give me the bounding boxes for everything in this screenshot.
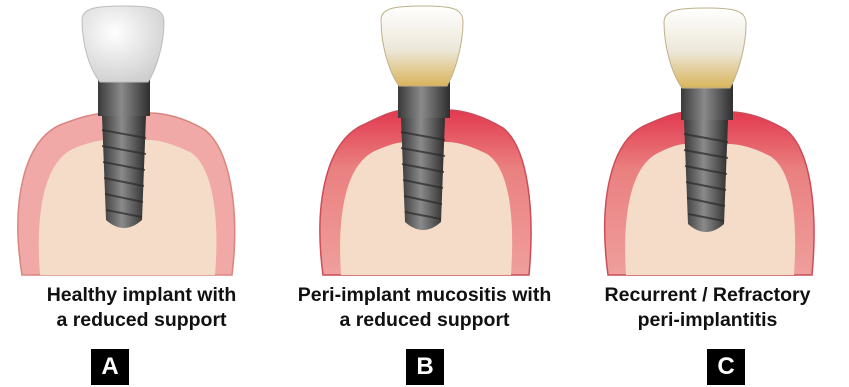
implant-abutment bbox=[398, 82, 450, 118]
caption-b: Peri-implant mucositis with a reduced su… bbox=[283, 283, 566, 333]
panel-a: Healthy implant with a reduced support A bbox=[0, 0, 283, 387]
caption-line-1: Recurrent / Refractory bbox=[566, 283, 849, 308]
implant-illustration-peri-implantitis bbox=[566, 0, 849, 283]
caption-line-2: peri-implantitis bbox=[566, 308, 849, 333]
crown bbox=[82, 6, 164, 82]
caption-line-2: a reduced support bbox=[283, 308, 566, 333]
caption-line-2: a reduced support bbox=[0, 308, 283, 333]
implant-illustration-mucositis bbox=[283, 0, 566, 283]
panel-c: Recurrent / Refractory peri-implantitis … bbox=[566, 0, 849, 387]
caption-line-1: Peri-implant mucositis with bbox=[283, 283, 566, 308]
crown-with-plaque bbox=[381, 6, 463, 86]
crown-with-plaque bbox=[664, 8, 746, 88]
panel-b: Peri-implant mucositis with a reduced su… bbox=[283, 0, 566, 387]
caption-line-1: Healthy implant with bbox=[0, 283, 283, 308]
panel-label-a: A bbox=[91, 349, 129, 385]
panel-label-c: C bbox=[707, 349, 745, 385]
caption-c: Recurrent / Refractory peri-implantitis bbox=[566, 283, 849, 333]
caption-a: Healthy implant with a reduced support bbox=[0, 283, 283, 333]
implant-illustration-healthy bbox=[0, 0, 283, 283]
panel-label-b: B bbox=[406, 349, 444, 385]
implant-abutment bbox=[681, 84, 733, 120]
